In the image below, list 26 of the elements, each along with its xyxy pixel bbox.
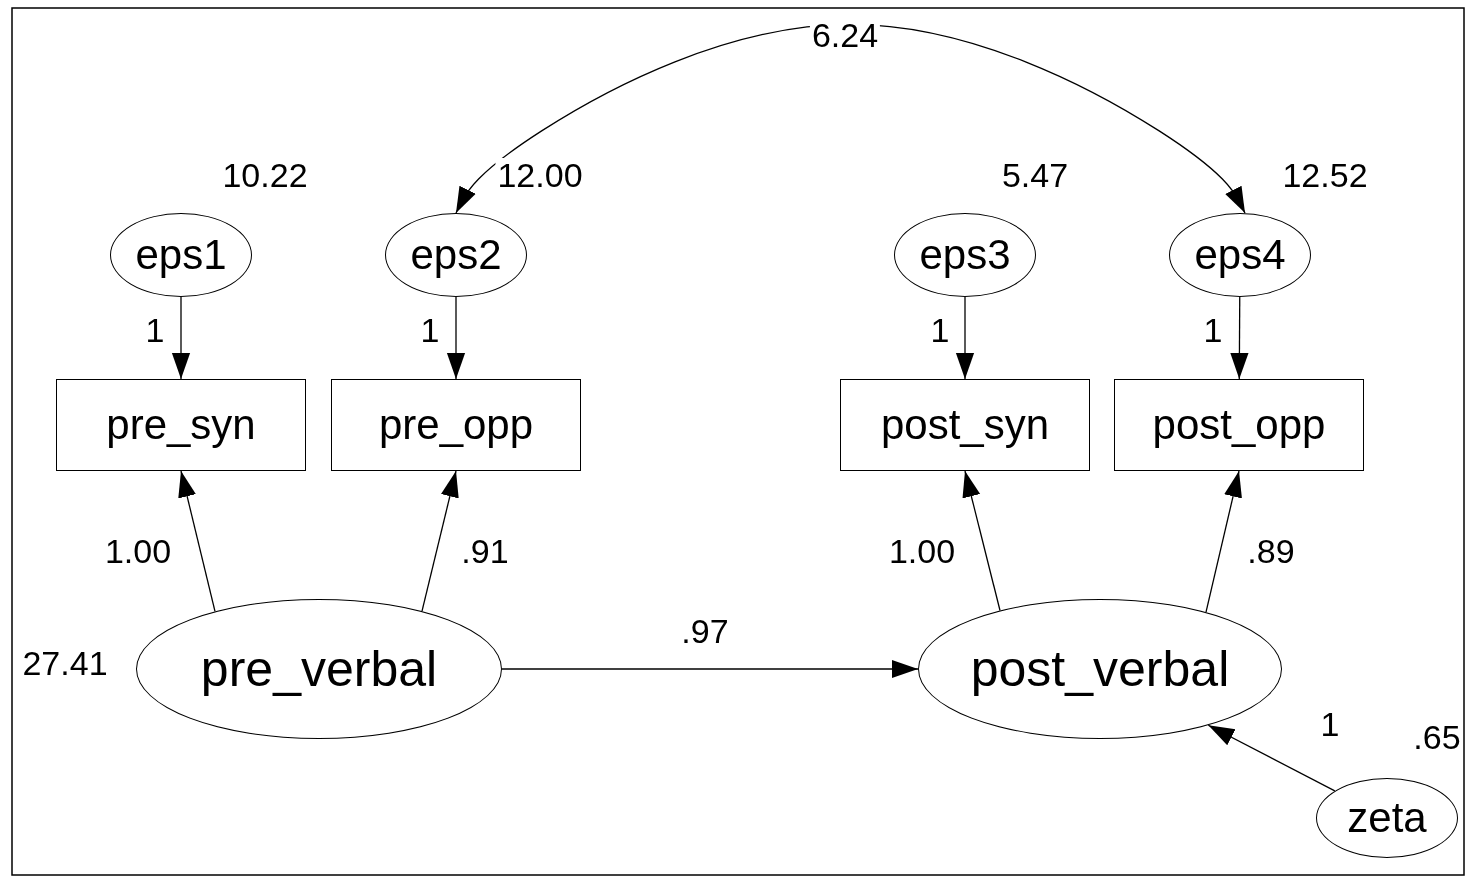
- arrow: [1230, 296, 1249, 380]
- arrow: [955, 296, 975, 380]
- observed-variable-box: [56, 379, 306, 471]
- arrow: [455, 23, 1246, 214]
- variable-name: pre_syn: [106, 401, 256, 449]
- variable-name: post_syn: [880, 401, 1050, 449]
- arrow: [1207, 724, 1336, 792]
- variable-name: pre_opp: [378, 401, 534, 449]
- variable-name: zeta: [1347, 794, 1427, 842]
- arrow: [1205, 470, 1242, 613]
- arrow: [171, 296, 191, 380]
- variable-name: eps3: [919, 231, 1011, 279]
- arrow: [446, 296, 466, 380]
- observed-variable-box: [1114, 379, 1364, 471]
- arrow: [178, 470, 216, 613]
- arrow: [962, 470, 1001, 612]
- observed-variable-box: [840, 379, 1090, 471]
- variable-name: eps1: [135, 231, 227, 279]
- variable-name: pre_verbal: [200, 640, 438, 698]
- variable-name: eps2: [410, 231, 502, 279]
- arrow: [421, 470, 459, 612]
- variable-name: eps4: [1194, 231, 1286, 279]
- arrow: [501, 659, 919, 679]
- observed-variable-box: [331, 379, 581, 471]
- variable-name: post_verbal: [970, 640, 1230, 698]
- variable-name: post_opp: [1152, 401, 1326, 449]
